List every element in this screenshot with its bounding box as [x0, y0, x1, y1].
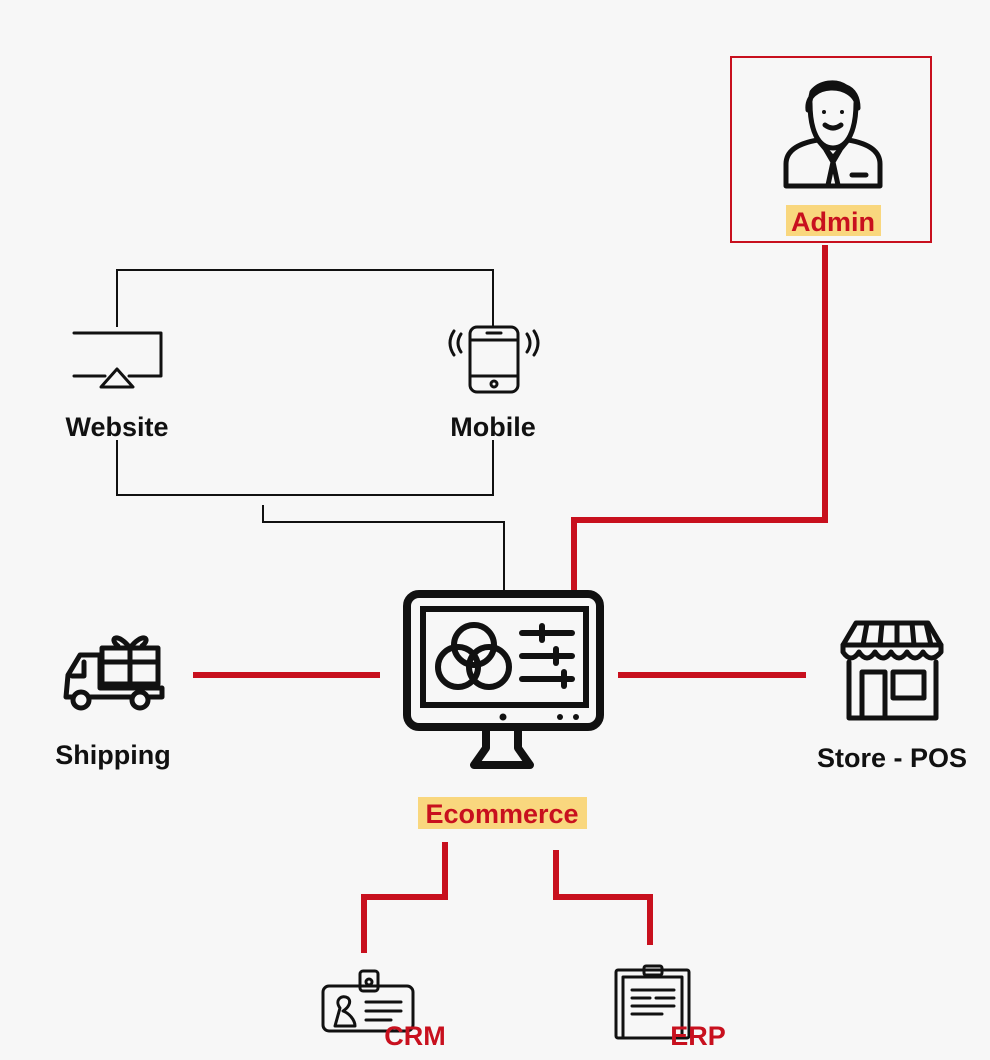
admin-label-highlight: [786, 205, 881, 236]
store-pos-label: Store - POS: [817, 743, 967, 773]
ecommerce-node: Ecommerce: [403, 590, 604, 829]
shipping-label: Shipping: [55, 740, 170, 770]
desktop-computer-icon: [403, 590, 604, 769]
erp-node: ERP: [614, 964, 726, 1051]
smartphone-icon: [448, 325, 540, 394]
mobile-label: Mobile: [450, 412, 536, 442]
person-icon: [783, 80, 883, 189]
connector-admin-ecommerce: [571, 245, 828, 590]
clipboard-icon: [614, 964, 691, 1040]
admin-node: Admin: [730, 56, 932, 243]
id-card-icon: [321, 969, 415, 1033]
erp-label: ERP: [670, 1021, 726, 1051]
connectors: [116, 245, 828, 953]
shipping-node: Shipping: [55, 635, 171, 770]
admin-box: [730, 56, 932, 243]
connector-ecommerce-crm: [361, 842, 448, 953]
store-pos-node: Store - POS: [817, 620, 967, 773]
monitor-icon: [72, 331, 163, 389]
mobile-node: Mobile: [448, 325, 540, 442]
admin-label: Admin: [791, 207, 875, 237]
connector-website-mobile-top: [116, 269, 494, 327]
ecommerce-label-highlight: [418, 797, 587, 829]
storefront-icon: [840, 620, 944, 721]
connector-ecommerce-erp: [553, 850, 653, 945]
website-node: Website: [65, 331, 169, 442]
ecommerce-label: Ecommerce: [425, 799, 578, 829]
connector-website-mobile-bottom: [116, 440, 494, 496]
crm-label: CRM: [384, 1021, 446, 1051]
website-label: Website: [65, 412, 168, 442]
connector-web-to-ecommerce: [262, 505, 505, 590]
crm-node: CRM: [321, 969, 446, 1051]
delivery-truck-icon: [63, 635, 165, 711]
